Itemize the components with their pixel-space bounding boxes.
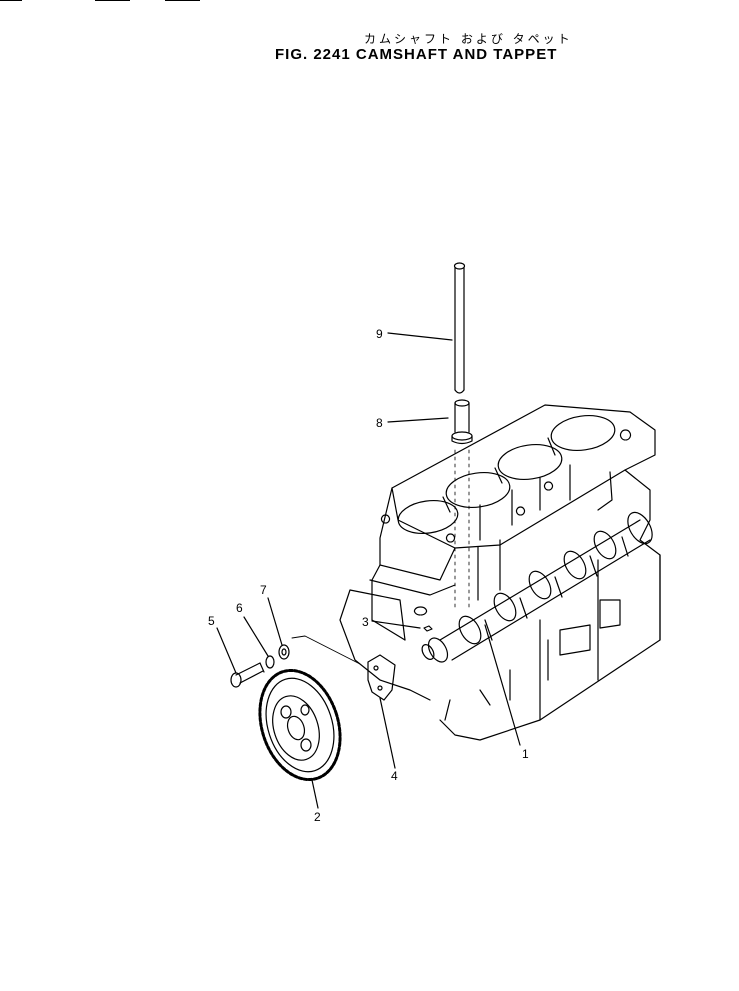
callouts: 9 8 3 1 4 2 5 6 7 [208, 327, 529, 824]
callout-label-2: 2 [314, 810, 321, 824]
thrust-plate [367, 654, 396, 701]
key [423, 625, 433, 632]
callout-label-5: 5 [208, 614, 215, 628]
camshaft [421, 511, 653, 663]
figure-title: FIG. 2241 CAMSHAFT AND TAPPET [275, 46, 558, 63]
push-rod [453, 262, 466, 394]
callout-label-7: 7 [260, 583, 267, 597]
figure-title-japanese: カムシャフト および タペット [364, 32, 573, 46]
tappet [451, 399, 473, 611]
cam-gear [258, 668, 342, 782]
callout-label-6: 6 [236, 601, 243, 615]
scan-mark-mid [95, 0, 130, 1]
callout-label-3: 3 [362, 615, 369, 629]
scan-mark-left [0, 0, 22, 1]
callout-label-8: 8 [376, 416, 383, 430]
washer [278, 644, 290, 660]
callout-label-4: 4 [391, 769, 398, 783]
callout-label-9: 9 [376, 327, 383, 341]
bolt [230, 662, 265, 688]
engine-block [339, 404, 661, 741]
scan-mark-right [165, 0, 200, 1]
callout-label-1: 1 [522, 747, 529, 761]
lock-washer [265, 655, 275, 669]
